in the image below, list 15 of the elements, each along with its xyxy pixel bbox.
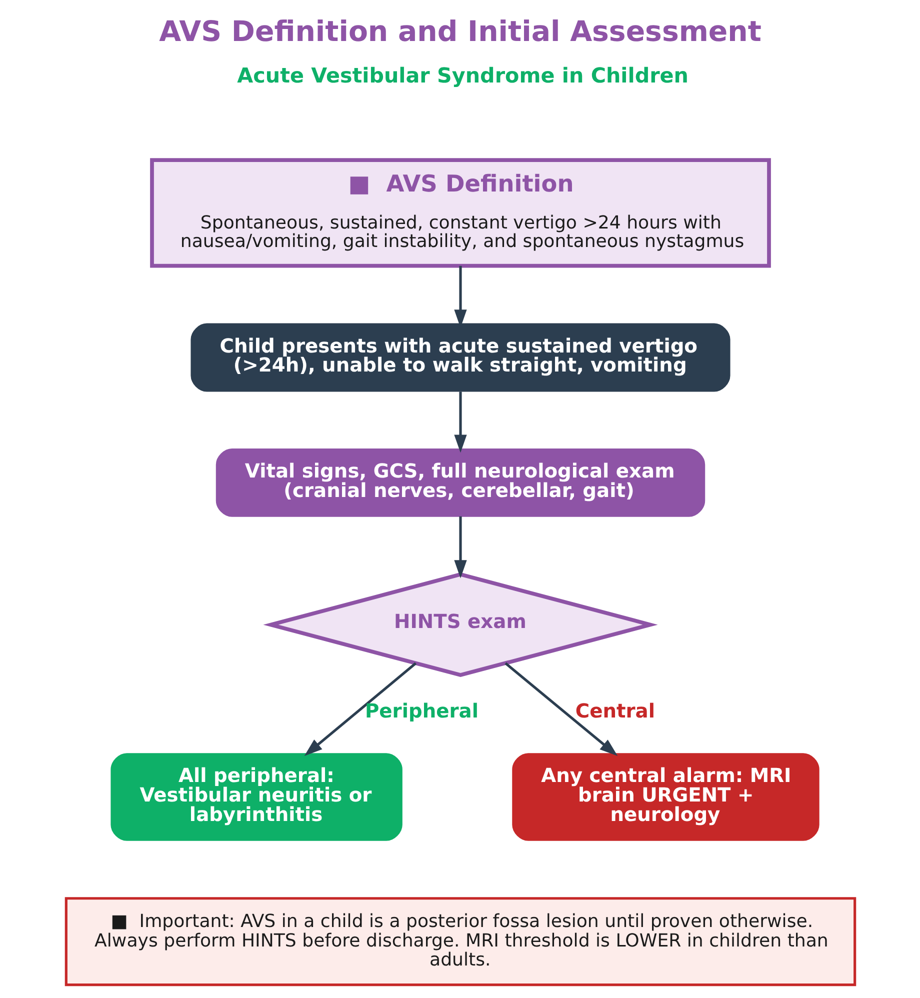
label: Acute Vestibular Syndrome in Children [236, 62, 688, 87]
arrow [304, 662, 416, 756]
arrow [454, 391, 466, 452]
edge-label: Central [574, 699, 655, 722]
diagram-title: AVS Definition and Initial Assessment [158, 14, 761, 48]
edge-label: Peripheral [364, 699, 478, 722]
node-box: Vital signs, GCS, full neurological exam (cranial nerves, cerebellar, gait) [215, 448, 705, 516]
arrow [504, 662, 618, 756]
node-box: Any central alarm: MRI brain URGENT + neurology [512, 752, 819, 840]
node-box: All peripheral: Vestibular neuritis or labyrinthitis [110, 752, 402, 840]
node-diamond: HINTS exam [262, 572, 658, 677]
node-box: ■ AVS Definition Spontaneous, sustained, constant vertigo >24 hours with nausea/vomiting, gait instability, and spontaneous nystagmus [150, 158, 770, 268]
node-box: Child presents with acute sustained vertigo (>24h), unable to walk straight, vomiting [190, 322, 730, 392]
node-box: ■ Important: AVS in a child is a posterior fossa lesion until proven otherwise. Always perform HINTS before discharge. MRI threshold is LOWER in children than adults. [64, 896, 856, 986]
arrow [454, 516, 466, 578]
